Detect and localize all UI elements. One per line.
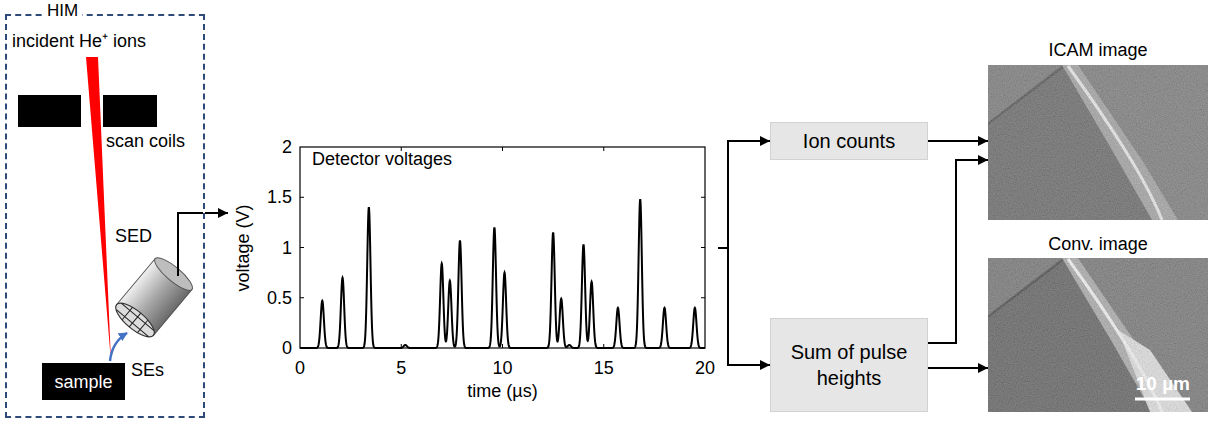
tick-label: 20	[695, 358, 715, 378]
image-title: Conv. image	[988, 233, 1208, 255]
image-title: ICAM image	[988, 39, 1208, 61]
tick-label: 2	[282, 137, 292, 157]
flow-arrow	[718, 248, 770, 365]
micrograph	[988, 65, 1208, 220]
scan-coil	[18, 95, 81, 127]
image-panel: Conv. image 10 µm	[988, 232, 1208, 412]
flow-arrow	[928, 160, 988, 343]
process-label: Ion counts	[803, 129, 895, 153]
sample-label: sample	[54, 372, 112, 392]
tick-label: 0.5	[267, 288, 292, 308]
part-label: scan coils	[106, 131, 185, 151]
process-box: Sum of pulse heights	[770, 318, 928, 412]
chart-panel: Detector voltages	[228, 140, 718, 415]
axis-title: time (µs)	[467, 381, 537, 401]
tick-label: 10	[492, 358, 512, 378]
instrument-box: HIMsample	[5, 14, 205, 418]
flow-arrow	[718, 141, 770, 248]
voltage-trace	[300, 199, 705, 348]
part-label: SEs	[131, 360, 164, 380]
sample-block: sample	[42, 363, 125, 400]
tick-label: 1	[282, 238, 292, 258]
scan-coil	[103, 95, 157, 127]
tick-label: 5	[396, 358, 406, 378]
tick-label: 0	[282, 338, 292, 358]
process-label: Sum of pulse heights	[779, 339, 919, 391]
chart-title: Detector voltages	[312, 149, 452, 170]
plot-frame	[300, 147, 705, 348]
scale-label: 10 µm	[1136, 373, 1190, 395]
electron-arrow	[110, 333, 127, 361]
detector-face	[111, 298, 159, 343]
signal-wire	[178, 213, 203, 276]
box-heading: HIM	[43, 2, 82, 20]
image-texture	[988, 258, 1208, 412]
flow-arrow	[205, 212, 228, 214]
scale-bar	[1135, 398, 1190, 401]
detector-symbol	[111, 253, 197, 342]
part-label: SED	[115, 226, 152, 246]
process-box: Ion counts	[770, 122, 928, 160]
image-texture	[988, 65, 1208, 220]
beam-label: incident He⁺ ions	[12, 31, 146, 51]
image-ground	[988, 258, 1208, 412]
micrograph	[988, 258, 1208, 412]
axis-ticks	[300, 147, 705, 348]
detector-grid	[113, 300, 157, 341]
axis-title: voltage (V)	[233, 204, 253, 291]
image-panel: ICAM image	[988, 38, 1208, 220]
flow-arrow	[928, 367, 988, 369]
tick-label: 15	[594, 358, 614, 378]
detector-back	[151, 253, 197, 295]
image-ground	[988, 65, 1208, 220]
tick-label: 1.5	[267, 187, 292, 207]
tick-label: 0	[295, 358, 305, 378]
flow-arrow	[928, 140, 988, 142]
